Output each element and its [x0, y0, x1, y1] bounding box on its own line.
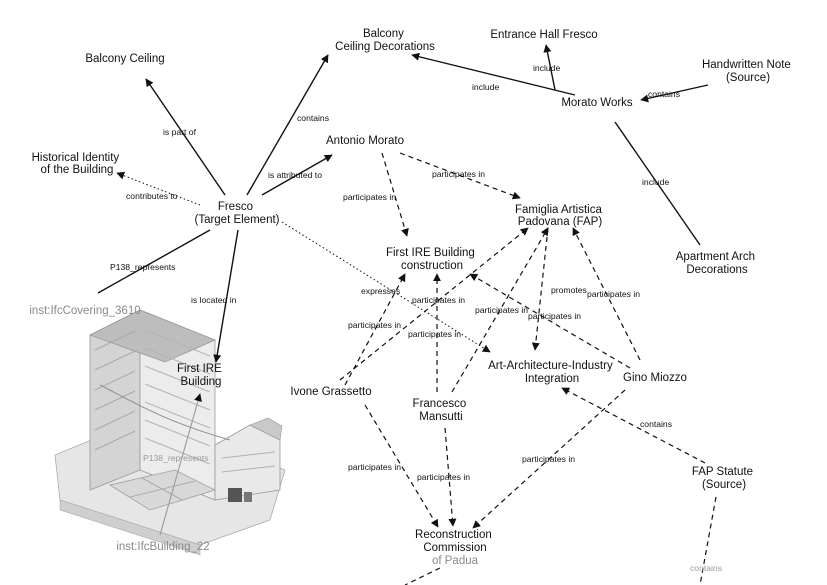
- edge-grassetto-fap: [339, 227, 529, 381]
- node-ifc-covering: inst:IfcCovering_3610: [29, 305, 140, 317]
- edge-fap-statute-art-architecture: [561, 387, 706, 464]
- edge-fresco-historical-identity: [116, 171, 201, 206]
- label-morato-ire-participates: participates in: [343, 192, 396, 202]
- label-grassetto-reconstruction-participates: participates in: [348, 462, 401, 472]
- label-expresses: expresses: [361, 286, 400, 296]
- edge-handwritten-note-morato-works: [640, 84, 709, 103]
- label-fap-statute-contains: contains: [640, 419, 672, 429]
- node-entrance-hall-fresco: Entrance Hall Fresco: [490, 29, 597, 41]
- building-3d-model-icon: [54, 309, 286, 556]
- label-mansutti-reconstruction-participates: participates in: [417, 472, 470, 482]
- edge-miozzo-fap: [572, 227, 641, 361]
- edge-mansutti-reconstruction: [444, 427, 457, 527]
- label-morato-works-arch-include: include: [642, 177, 669, 187]
- edge-fresco-balcony-ceiling: [145, 78, 226, 196]
- edge-fap-art-architecture: [531, 227, 549, 351]
- label-fap-statute-down-contains: contains: [690, 563, 722, 573]
- label-fresco-is-part-of: is part of: [163, 127, 197, 137]
- edge-miozzo-reconstruction: [472, 389, 626, 529]
- label-morato-fap-participates: participates in: [432, 169, 485, 179]
- label-mansutti-ire-participates: participates in: [408, 329, 461, 339]
- node-reconstruction-of-padua: of Padua: [432, 555, 479, 567]
- node-first-ire-building: First IRE Building: [177, 363, 225, 388]
- edge-morato-fap: [399, 152, 521, 200]
- edge-fresco-first-ire-building: [213, 229, 239, 363]
- label-handwritten-contains: contains: [648, 89, 680, 99]
- label-grassetto-fap-participates: participates in: [412, 295, 465, 305]
- node-apartment-arch-decorations: Apartment Arch Decorations: [676, 251, 758, 276]
- label-fresco-is-attributed-to: is attributed to: [268, 170, 322, 180]
- edge-mansutti-fap: [451, 227, 549, 393]
- edge-ifc-building-first-ire: [159, 393, 202, 536]
- node-ivone-grassetto: Ivone Grassetto: [290, 386, 371, 398]
- node-antonio-morato: Antonio Morato: [326, 135, 404, 147]
- label-fresco-contributes-to: contributes to: [126, 191, 178, 201]
- label-morato-works-entrance-include: include: [533, 63, 560, 73]
- label-miozzo-reconstruction-participates: participates in: [522, 454, 575, 464]
- edge-morato-works-entrance-hall: [543, 44, 556, 91]
- label-fresco-is-located-in: is located in: [191, 295, 237, 305]
- edge-miozzo-ire-construction: [469, 273, 631, 369]
- label-mansutti-fap-participates: participates in: [475, 305, 528, 315]
- label-grassetto-ire-participates: participates in: [348, 320, 401, 330]
- edge-morato-works-apartment-arch: [614, 121, 701, 246]
- node-fresco-target-element: Fresco (Target Element): [194, 201, 279, 226]
- label-morato-works-balcony-include: include: [472, 82, 499, 92]
- edge-grassetto-ire-construction: [344, 273, 406, 386]
- edge-fresco-antonio-morato: [261, 154, 333, 196]
- node-balcony-ceiling-decorations: Balcony Ceiling Decorations: [335, 28, 435, 53]
- node-morato-works: Morato Works: [561, 97, 633, 109]
- edge-morato-ire-construction: [381, 152, 409, 237]
- edge-reconstruction-down: [404, 567, 441, 585]
- label-miozzo-fap-participates: participates in: [587, 289, 640, 299]
- node-handwritten-note: Handwritten Note (Source): [702, 59, 794, 84]
- node-famiglia-artistica-padovana: Famiglia Artistica Padovana (FAP): [515, 204, 605, 228]
- label-fresco-p138-represents: P138_represents: [110, 262, 175, 272]
- node-fap-statute: FAP Statute (Source): [692, 466, 756, 491]
- label-fresco-balcony-contains: contains: [297, 113, 329, 123]
- node-francesco-mansutti: Francesco Mansutti: [413, 398, 470, 423]
- node-art-architecture-industry: Art-Architecture-Industry Integration: [488, 360, 616, 385]
- edge-fresco-balcony-decorations: [246, 54, 329, 196]
- edge-fresco-art-architecture: [281, 221, 491, 353]
- node-first-ire-building-construction: First IRE Building construction: [386, 247, 478, 272]
- label-ifc-building-p138-represents: P138_represents: [143, 453, 208, 463]
- edge-grassetto-reconstruction: [364, 404, 439, 528]
- label-promotes: promotes: [551, 285, 587, 295]
- edge-fresco-ifc-covering: [97, 229, 211, 294]
- node-ifc-building: inst:IfcBuilding_22: [116, 541, 209, 553]
- node-gino-miozzo: Gino Miozzo: [623, 372, 687, 384]
- edge-morato-works-balcony-decorations: [411, 52, 576, 96]
- node-reconstruction-commission: Reconstruction Commission: [415, 529, 495, 554]
- edge-fap-statute-down: [699, 496, 717, 585]
- label-miozzo-ire-participates: participates in: [528, 311, 581, 321]
- node-balcony-ceiling: Balcony Ceiling: [85, 53, 164, 65]
- node-historical-identity: Historical Identity of the Building: [32, 152, 123, 176]
